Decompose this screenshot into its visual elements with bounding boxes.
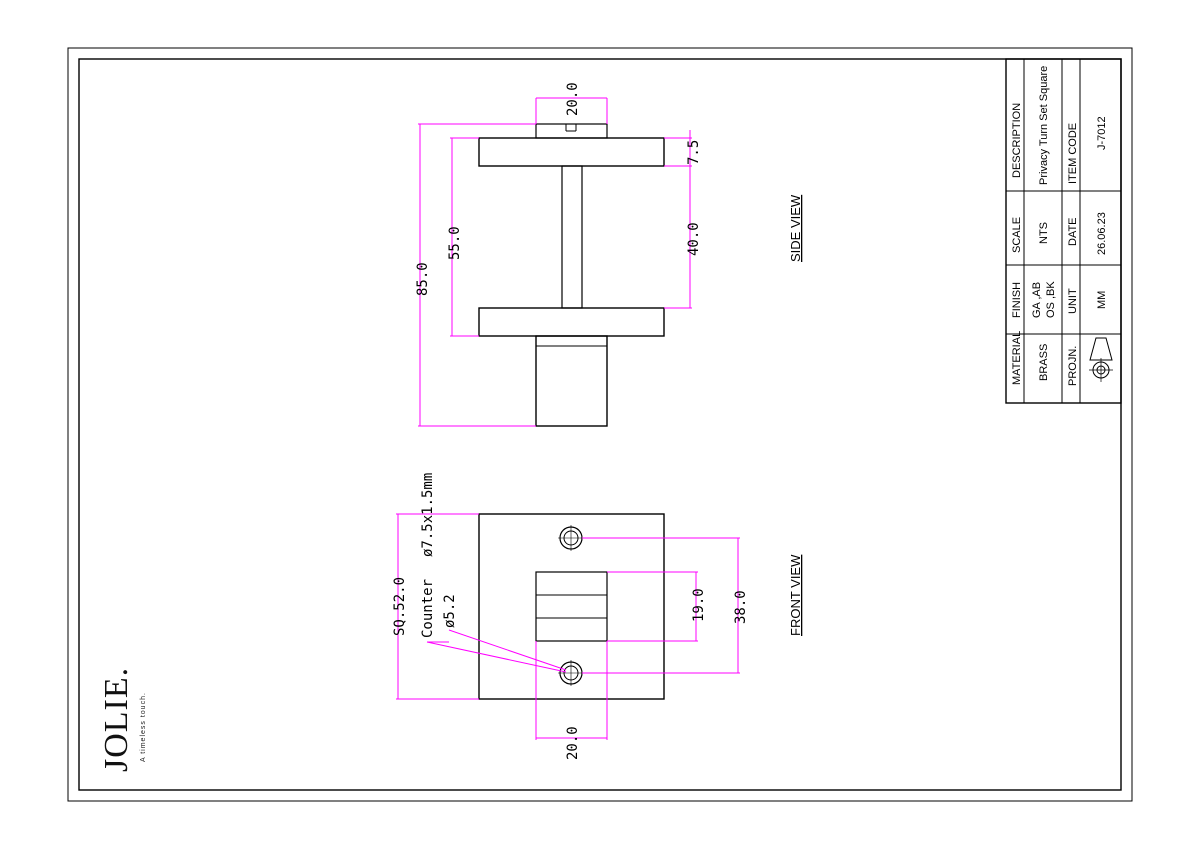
dim-front-bottom-width: 20.0 xyxy=(565,726,581,760)
tb-header-finish: FINISH xyxy=(1011,282,1023,318)
dim-front-counter-label: Counter xyxy=(420,579,436,638)
tb-header-material: MATERIAL xyxy=(1011,331,1023,385)
outer-border xyxy=(67,47,1133,802)
tb-item-code: J-7012 xyxy=(1096,116,1108,150)
tb-header-item-code: ITEM CODE xyxy=(1067,123,1079,184)
tb-date: 26.06.23 xyxy=(1096,212,1108,255)
inner-border xyxy=(78,58,1122,791)
side-spindle xyxy=(561,165,583,309)
tb-finish-line1: GA ,AB xyxy=(1031,282,1043,318)
dim-side-overall: 85.0 xyxy=(415,262,431,296)
side-view: 20.0 7.5 40.0 85.0 55.0 SIDE VIEW xyxy=(415,82,803,427)
side-top-plate xyxy=(478,137,665,167)
dim-front-holes-pitch: 38.0 xyxy=(733,590,749,624)
tb-header-date: DATE xyxy=(1067,217,1079,246)
front-top-hole xyxy=(558,525,584,551)
dim-front-hole: ø5.2 xyxy=(442,594,458,628)
brand-logo: JOLIE. A timeless touch. xyxy=(98,667,147,772)
side-turn-knob xyxy=(535,335,608,427)
tb-header-description: DESCRIPTION xyxy=(1011,103,1023,178)
front-view: SQ.52.0 Counter ø7.5x1.5mm ø5.2 19.0 38.… xyxy=(392,473,803,760)
dim-front-square: SQ.52.0 xyxy=(392,577,408,636)
dim-side-between-plates: 55.0 xyxy=(447,226,463,260)
dim-front-window: 19.0 xyxy=(691,588,707,622)
front-turn-window xyxy=(535,571,608,642)
front-view-label: FRONT VIEW xyxy=(788,554,803,636)
title-block: MATERIAL FINISH SCALE DESCRIPTION BRASS … xyxy=(1005,58,1122,404)
tb-material: BRASS xyxy=(1038,344,1050,381)
logo-tagline: A timeless touch. xyxy=(140,692,147,762)
side-view-label: SIDE VIEW xyxy=(788,194,803,262)
tb-header-scale: SCALE xyxy=(1011,217,1023,253)
logo-text: JOLIE. xyxy=(98,667,135,772)
front-bottom-hole xyxy=(558,660,584,686)
tb-scale: NTS xyxy=(1038,222,1050,244)
tb-unit: MM xyxy=(1096,291,1108,309)
tb-description: Privacy Turn Set Square xyxy=(1038,66,1050,185)
tb-header-projection: PROJN. xyxy=(1067,346,1079,386)
tb-finish-line2: OS ,BK xyxy=(1045,281,1057,318)
dim-side-plate-thickness: 7.5 xyxy=(686,140,702,165)
dim-front-counter-spec: ø7.5x1.5mm xyxy=(420,473,436,557)
dim-side-spindle: 40.0 xyxy=(686,222,702,256)
front-square-plate xyxy=(478,513,665,700)
side-bottom-plate xyxy=(478,307,665,337)
dim-side-top-width: 20.0 xyxy=(565,82,581,116)
tb-header-unit: UNIT xyxy=(1067,288,1079,314)
projection-symbol-icon xyxy=(1089,337,1113,382)
